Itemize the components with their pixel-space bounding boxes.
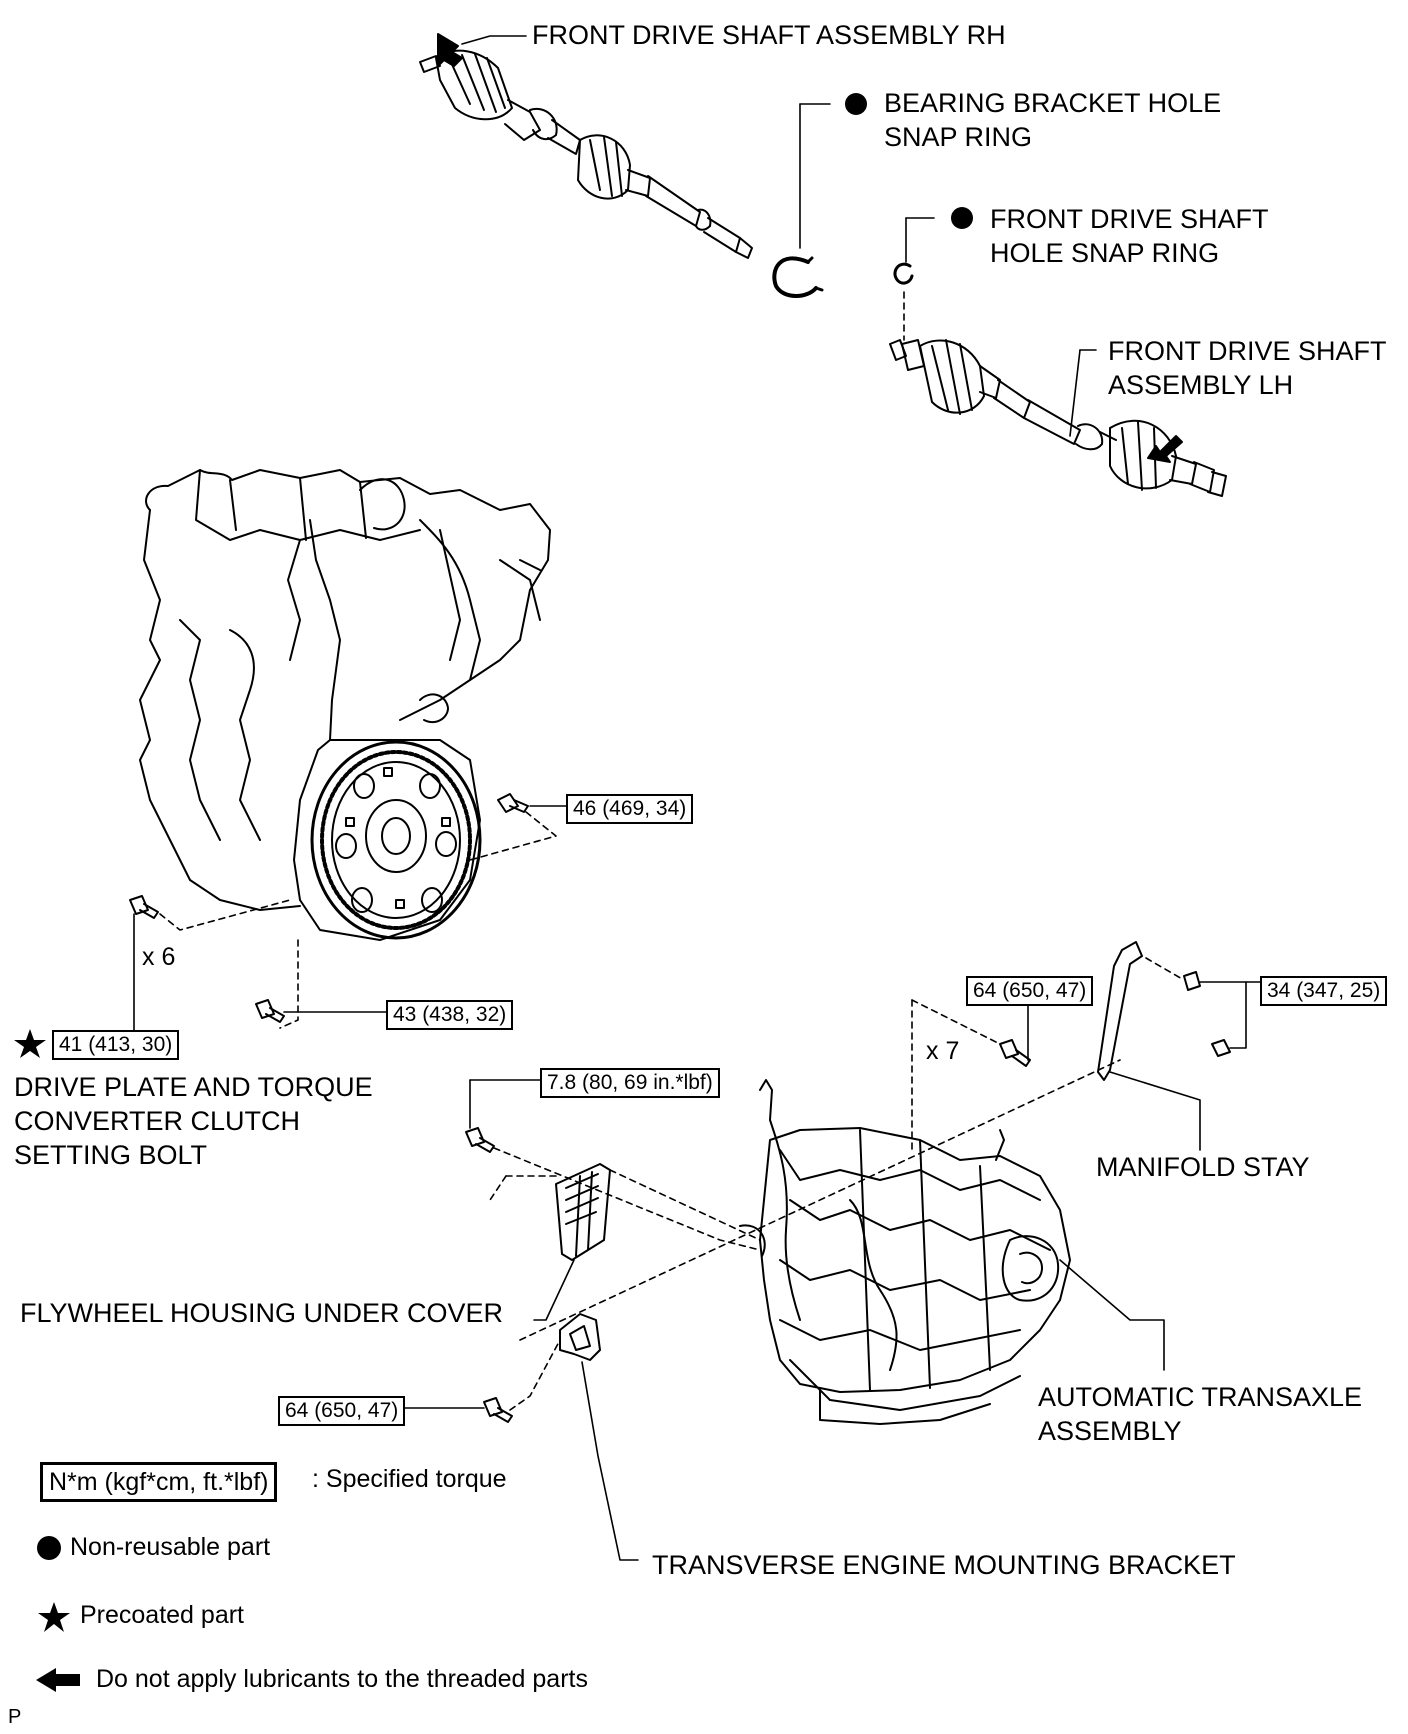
arrow-icon [36, 1668, 80, 1692]
drive-plate [293, 739, 482, 941]
legend-precoated: Precoated part [80, 1601, 244, 1629]
no-lubricant-arrow-rh [437, 33, 463, 67]
non-reusable-symbol [845, 93, 867, 115]
label-front-drive-shaft-lh: FRONT DRIVE SHAFT ASSEMBLY LH [1108, 336, 1387, 400]
torque-43: 43 (438, 32) [386, 1000, 514, 1030]
bolt-64-bottom [403, 1339, 561, 1423]
bolt-41 [129, 895, 291, 1031]
legend-non-reusable: Non-reusable part [70, 1533, 271, 1561]
precoated-star-icon [14, 1029, 46, 1058]
label-shaft-hole-snap-ring: FRONT DRIVE SHAFT HOLE SNAP RING [990, 204, 1269, 268]
label-flywheel-cover: FLYWHEEL HOUSING UNDER COVER [20, 1298, 504, 1328]
label-drive-plate-bolt: DRIVE PLATE AND TORQUE CONVERTER CLUTCH … [14, 1072, 373, 1170]
bolt-43 [255, 939, 387, 1029]
page-code: P [8, 1706, 22, 1728]
legend-torque-unit: N*m (kgf*cm, ft.*lbf) [40, 1462, 278, 1502]
star-icon [38, 1602, 70, 1632]
bolt-64-top [911, 999, 1031, 1151]
mounting-bracket [559, 1313, 639, 1561]
automatic-transaxle [739, 1079, 1165, 1425]
front-drive-shaft-rh [419, 49, 753, 259]
torque-7-8: 7.8 (80, 69 in.*lbf) [540, 1068, 720, 1098]
label-qty-6: x 6 [142, 943, 176, 971]
manifold-stay [1097, 941, 1261, 1151]
torque-64-bottom: 64 (650, 47) [278, 1396, 406, 1426]
torque-41: 41 (413, 30) [52, 1030, 180, 1060]
torque-64-top: 64 (650, 47) [966, 976, 1094, 1006]
filled-circle-icon [37, 1536, 61, 1560]
flywheel-cover [533, 1163, 761, 1321]
label-mounting-bracket: TRANSVERSE ENGINE MOUNTING BRACKET [652, 1550, 1236, 1580]
legend-no-lubricant: Do not apply lubricants to the threaded … [96, 1665, 588, 1693]
bolt-7-8 [465, 1079, 761, 1251]
label-qty-7: x 7 [926, 1037, 960, 1065]
bearing-snap-ring [772, 256, 824, 298]
front-drive-shaft-lh [889, 339, 1227, 497]
label-manifold-stay: MANIFOLD STAY [1096, 1152, 1310, 1182]
torque-46: 46 (469, 34) [566, 794, 694, 824]
bolt-46 [469, 793, 567, 861]
label-front-drive-shaft-rh: FRONT DRIVE SHAFT ASSEMBLY RH [532, 20, 1006, 50]
shaft-hole-snap-ring [893, 262, 914, 285]
no-lubricant-arrow-lh [1147, 435, 1183, 463]
label-automatic-transaxle: AUTOMATIC TRANSAXLE ASSEMBLY [1038, 1382, 1363, 1446]
non-reusable-symbol [951, 207, 973, 229]
torque-34: 34 (347, 25) [1260, 976, 1388, 1006]
label-bearing-snap-ring: BEARING BRACKET HOLE SNAP RING [884, 88, 1222, 152]
legend-torque-desc: : Specified torque [312, 1465, 507, 1493]
engine-block [139, 469, 551, 911]
